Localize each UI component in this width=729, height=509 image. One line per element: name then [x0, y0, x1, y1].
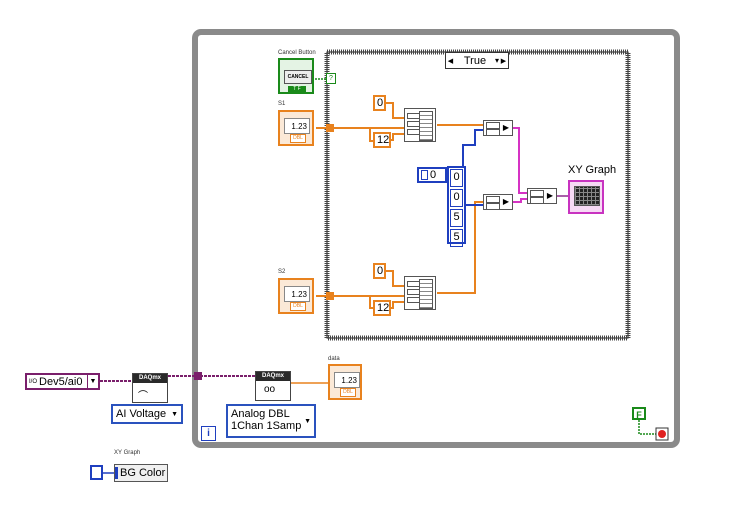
data-indicator-value: 1.23 — [334, 372, 360, 388]
data-indicator-type: DBL — [340, 388, 356, 397]
loop-stop-terminal[interactable] — [656, 428, 668, 440]
array-element[interactable]: 0 — [450, 189, 463, 207]
data-indicator-label: data — [328, 356, 340, 362]
bg-color-property: BG Color — [120, 467, 166, 479]
bg-color-input-terminal[interactable] — [90, 465, 103, 480]
cancel-button-label: Cancel Button — [278, 50, 316, 56]
s2-label: S2 — [278, 269, 286, 275]
case-selector[interactable]: ◀ True ▾ ▶ — [445, 52, 509, 69]
bottom-twelve-constant[interactable]: 12 — [373, 300, 391, 316]
cancel-button-tf: T F — [288, 86, 306, 92]
channel-value: Dev5/ai0 — [39, 375, 83, 388]
build-cluster-array-node[interactable]: ▶ — [527, 188, 557, 204]
case-next-arrow[interactable]: ▶ — [500, 57, 507, 65]
loop-iteration-terminal: i — [201, 426, 216, 441]
cancel-button-question: ? — [326, 73, 336, 84]
s2-value: 1.23 — [284, 286, 310, 302]
cancel-button-terminal[interactable]: CANCEL T F — [278, 58, 314, 94]
channel-constant[interactable]: I/O Dev5/ai0 ▼ — [25, 373, 100, 390]
daqmx-create-channel-vi[interactable]: DAQmx ⌒ — [132, 373, 168, 403]
glasses-icon: oo — [264, 384, 276, 395]
s1-control-terminal[interactable]: 1.23 DBL — [278, 110, 314, 146]
top-bundle-node[interactable]: ▶ — [483, 120, 513, 136]
array-element[interactable]: 0 — [450, 169, 463, 187]
analog-read-line1: Analog DBL — [231, 408, 290, 420]
bg-color-property-node[interactable]: BG Color — [114, 464, 168, 482]
s2-type: DBL — [290, 302, 306, 311]
xy-graph-terminal[interactable] — [568, 180, 604, 214]
case-selector-label: True — [463, 54, 487, 67]
array-index-value: 0 — [430, 169, 437, 181]
array-element[interactable]: 5 — [450, 209, 463, 227]
s1-label: S1 — [278, 101, 286, 107]
ai-voltage-label: AI Voltage — [116, 408, 167, 420]
bottom-ramp-node[interactable] — [404, 276, 436, 310]
bottom-zero-constant[interactable]: 0 — [373, 263, 386, 279]
sine-wave-icon: ⌒ — [138, 391, 148, 402]
analog-read-line2: 1Chan 1Samp — [231, 420, 302, 432]
daqmx-header: DAQmx — [256, 372, 290, 381]
top-twelve-constant[interactable]: 12 — [373, 132, 391, 148]
false-constant[interactable]: F — [632, 407, 646, 420]
s1-value: 1.23 — [284, 118, 310, 134]
daqmx-read-vi[interactable]: DAQmx oo — [255, 371, 291, 401]
array-constant[interactable]: 0 0 5 5 — [447, 166, 466, 247]
bottom-bundle-node[interactable]: ▶ — [483, 194, 513, 210]
graph-icon — [574, 186, 600, 206]
s2-control-terminal[interactable]: 1.23 DBL — [278, 278, 314, 314]
top-zero-constant[interactable]: 0 — [373, 95, 386, 111]
s1-type: DBL — [290, 134, 306, 143]
ring-dropdown-icon[interactable]: ▼ — [171, 410, 178, 418]
io-prefix-icon: I/O — [29, 378, 38, 385]
while-loop-frame — [192, 29, 680, 448]
data-indicator-terminal[interactable]: 1.23 DBL — [328, 364, 362, 400]
array-index-display[interactable]: 0 — [417, 167, 447, 183]
bg-color-node-label: XY Graph — [114, 450, 141, 456]
cancel-button-text: CANCEL — [284, 70, 312, 84]
ring-dropdown-icon[interactable]: ▼ — [304, 418, 311, 425]
xy-graph-label: XY Graph — [568, 164, 617, 176]
ai-voltage-ring[interactable]: AI Voltage ▼ — [111, 404, 183, 424]
array-element[interactable]: 5 — [450, 229, 463, 247]
case-prev-arrow[interactable]: ◀ — [447, 57, 454, 65]
case-dropdown-arrow[interactable]: ▾ — [494, 56, 499, 65]
daqmx-header: DAQmx — [133, 374, 167, 383]
channel-dropdown-icon[interactable]: ▼ — [87, 375, 98, 388]
top-ramp-node[interactable] — [404, 108, 436, 142]
analog-read-ring[interactable]: Analog DBL 1Chan 1Samp ▼ — [226, 404, 316, 438]
